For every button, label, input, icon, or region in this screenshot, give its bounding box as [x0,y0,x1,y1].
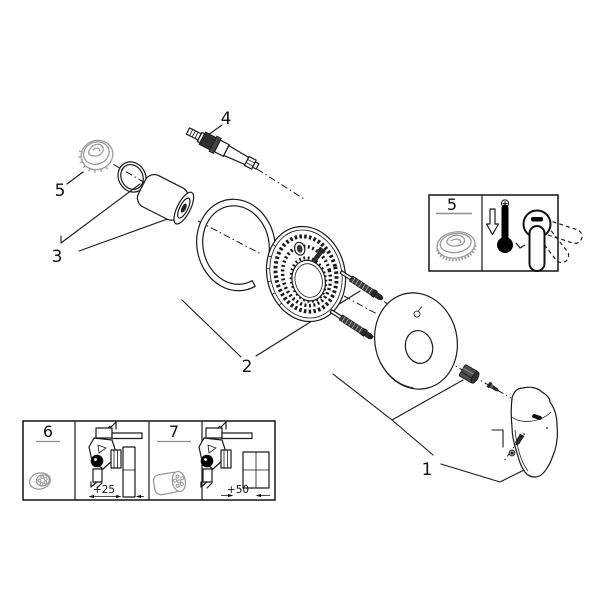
plate-screw [312,246,326,263]
part5-limit-cap [78,139,114,173]
valve-section-icon [88,421,143,489]
spline-extension-icon [152,470,187,496]
plate-rim-ticks [266,244,282,306]
part3-sleeve [136,173,195,225]
lever-handle-icon [515,209,583,272]
inset-cap-instructions: 5 [428,194,583,272]
inset-6-number: 6 [43,422,53,441]
callout-2: 2 [242,357,253,377]
callout-4: 4 [221,109,232,129]
handle-fixing-screw [486,381,500,392]
adapter-nut [458,364,480,384]
down-arrow-icon [485,208,500,236]
dimension-arrow-50 [221,493,270,498]
dimension-50: +50 [227,484,249,496]
cap-knurl [78,150,108,173]
fixing-screw-lower [329,309,374,340]
callout-numbers: 1 2 3 4 5 [52,109,433,480]
dimension-25: +25 [93,484,115,496]
part1-lever-handle [510,386,558,478]
inset-cap-number: 5 [447,195,457,214]
part4-cartridge-spindle [185,127,260,170]
handle-plug [508,449,516,457]
plate-center-opening [291,259,327,302]
handle-grub-screw [515,433,525,446]
depth-gauge-icon-wide [242,451,270,489]
thermometer-icon [497,199,513,253]
depth-gauge-icon [122,446,136,498]
escutcheon-plate [373,292,459,390]
part2-mounting-plate [265,225,347,323]
callout-1: 1 [422,460,433,480]
callout-3: 3 [52,247,63,267]
inset-7-number: 7 [169,422,179,441]
callout-5: 5 [55,181,66,201]
spline-adapter-icon [28,472,52,490]
cap-icon [436,231,477,262]
inset-extension-sets: 6 [22,420,276,501]
escutcheon-center-hole [404,330,434,364]
dimension-arrow-25 [88,494,144,499]
escutcheon-pilot-hole [413,310,421,318]
fixing-screw-upper [339,270,384,301]
